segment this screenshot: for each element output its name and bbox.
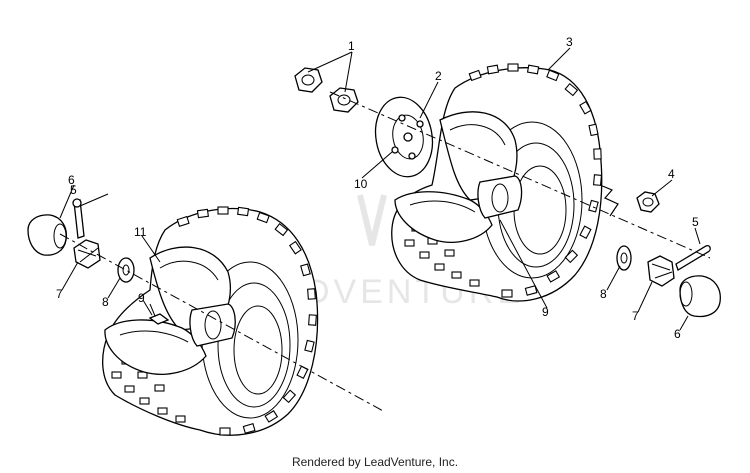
wheel-nuts [294,67,359,113]
callout-4: 4 [668,167,675,181]
hub-plate [374,96,434,178]
callout-9-left: 9 [138,291,145,305]
right-axle-hardware [616,244,721,318]
footer-credit: Rendered by LeadVenture, Inc. [291,455,459,469]
right-axle-centerline [329,91,711,259]
callout-5-left: 5 [70,183,77,197]
callout-7-left: 7 [56,287,63,301]
callout-10: 10 [354,177,368,191]
left-axle-centerline [59,233,386,413]
callout-5-right: 5 [692,215,699,229]
callout-8-right: 8 [600,287,607,301]
callout-labels: 1 2 3 4 5 5 6 6 7 7 8 8 9 9 10 11 [56,35,699,341]
left-wheel-assembly [102,206,319,436]
right-wheel-assembly [391,63,603,302]
callout-6-right: 6 [674,327,681,341]
callout-11: 11 [134,225,147,239]
axle-nut-right [636,191,660,213]
leader-lines [59,47,701,331]
left-axle-hardware [27,198,135,283]
callout-1: 1 [348,39,355,53]
callout-7-right: 7 [632,309,639,323]
callout-2: 2 [435,69,442,83]
right-tire-tread [404,63,603,298]
callout-6-left: 6 [68,173,75,187]
callout-3: 3 [566,35,573,49]
callout-9-right: 9 [542,305,549,319]
callout-8-left: 8 [102,295,109,309]
left-valve-stem [148,303,170,325]
